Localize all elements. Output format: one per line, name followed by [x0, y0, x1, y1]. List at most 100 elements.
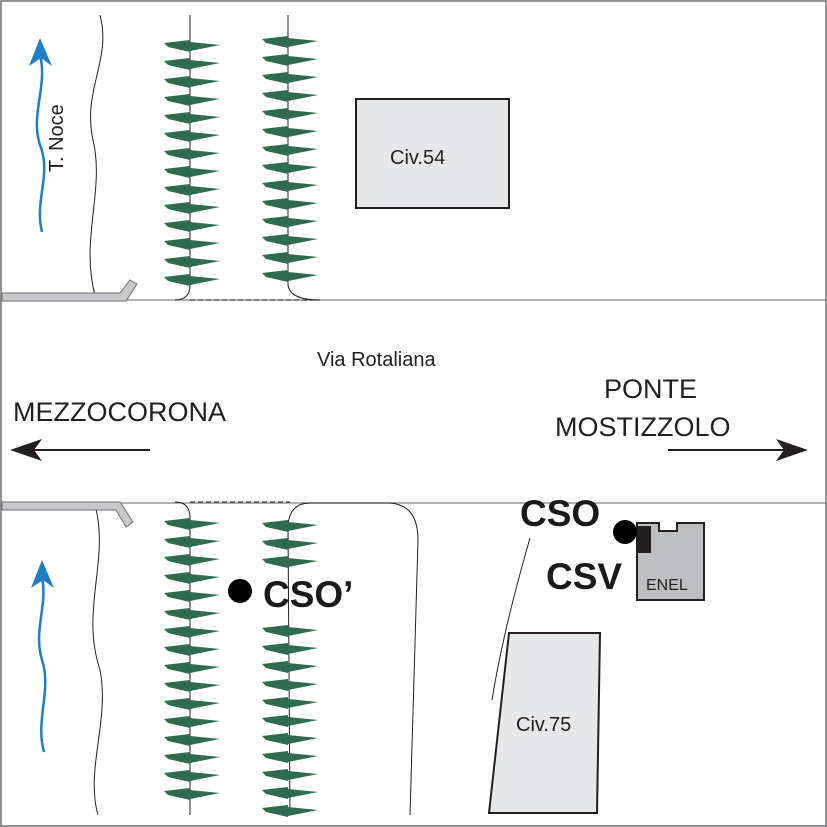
hedge-bottom-left-spike — [190, 646, 220, 655]
hedge-top-left-spike — [190, 204, 220, 213]
river-bank-bottom — [92, 504, 103, 816]
building-enel-label: ENEL — [646, 577, 688, 594]
hedge-bottom-left-spike — [164, 644, 190, 656]
hedge-top-left-spike — [190, 222, 220, 231]
hedge-bottom-left-spike — [164, 716, 190, 728]
hedge-top-left-spike — [164, 202, 190, 214]
canal-left-edge-bottom — [174, 501, 191, 815]
hedge-top-right-spike — [262, 72, 288, 84]
direction-left-arrowhead — [10, 439, 42, 461]
hedge-bottom-left-spike — [190, 628, 220, 637]
point-cso-dot — [613, 520, 637, 544]
hedge-top-right-spike — [288, 182, 318, 191]
hedge-top-right-spike — [262, 198, 288, 210]
hedge-bottom-left-spike — [190, 700, 220, 709]
hedge-bottom-left-spike — [190, 718, 220, 727]
river-flow-arrowhead-bottom — [31, 560, 54, 588]
building-enel — [636, 522, 705, 601]
river-flow-arrow-bottom — [37, 577, 47, 753]
hedge-bottom-left-spike — [164, 590, 190, 602]
hedge-bottom-right-b-spike — [288, 771, 318, 780]
hedge-top-right-spike — [288, 110, 318, 119]
hedge-top-left-spike — [190, 132, 220, 141]
hedge-top-right-spike — [288, 146, 318, 155]
hedge-top-right-spike — [262, 126, 288, 138]
guardrail-top — [1, 279, 138, 302]
hedge-top-left-spike — [190, 168, 220, 177]
hedge-bottom-left-spike — [164, 608, 190, 620]
hedge-bottom-right-b-spike — [262, 625, 288, 637]
hedge-bottom-left-spike — [164, 572, 190, 584]
hedge-top-right-spike — [262, 252, 288, 264]
hedge-bottom-right-b-spike — [262, 751, 288, 763]
hedge-bottom-left-spike — [190, 736, 220, 745]
hedge-bottom-right-b-spike — [262, 733, 288, 745]
hedge-bottom-left-spike — [190, 664, 220, 673]
hedge-top-left-spike — [164, 76, 190, 88]
hedge-top-left-spike — [190, 276, 220, 285]
building-civ75-label: Civ.75 — [516, 714, 571, 736]
hedge-top-left-spike — [164, 184, 190, 196]
hedge-bottom-left-spike — [164, 518, 190, 530]
hedge-bottom-left-spike — [190, 592, 220, 601]
direction-right-label-line1: PONTE — [604, 374, 697, 404]
hedge-top-left-spike — [190, 186, 220, 195]
hedge-bottom-left-spike — [190, 790, 220, 799]
hedge-bottom-right-a-spike — [262, 538, 288, 550]
direction-right-arrowhead — [776, 439, 808, 461]
hedge-bottom-left-spike — [190, 682, 220, 691]
hedge-top-left-spike — [164, 238, 190, 250]
hedge-top-left-spike — [190, 114, 220, 123]
street-name: Via Rotaliana — [317, 349, 436, 371]
point-cso-label: CSO — [520, 493, 600, 534]
hedge-bottom-left-spike — [190, 574, 220, 583]
hedge-top-left-spike — [190, 78, 220, 87]
hedge-top-right-spike — [262, 180, 288, 192]
river-label: T. Noce — [46, 104, 68, 172]
vegetation-rows — [164, 36, 318, 817]
hedge-bottom-left-spike — [190, 556, 220, 565]
hedge-top-right-spike — [288, 272, 318, 281]
hedge-bottom-left-spike — [190, 520, 220, 529]
hedge-top-left-spike — [164, 274, 190, 286]
hedge-bottom-left-spike — [164, 698, 190, 710]
river-bank-top — [89, 14, 104, 296]
hedge-bottom-right-b-spike — [288, 717, 318, 726]
hedge-top-right-spike — [262, 162, 288, 174]
hedge-top-left-spike — [190, 42, 220, 51]
hedge-bottom-right-b-spike — [288, 681, 318, 690]
hedge-bottom-left-spike — [164, 734, 190, 746]
direction-right-label-line2: MOSTIZZOLO — [555, 412, 731, 442]
hedge-top-right-spike — [288, 218, 318, 227]
hedge-top-right-spike — [262, 270, 288, 282]
hedge-top-right-spike — [288, 128, 318, 137]
hedge-top-left-spike — [164, 166, 190, 178]
hedge-bottom-left-spike — [164, 788, 190, 800]
hedge-bottom-right-b-spike — [262, 787, 288, 799]
cabinet-marker — [638, 526, 651, 553]
hedge-top-right-spike — [288, 56, 318, 65]
hedge-bottom-left-spike — [190, 754, 220, 763]
hedge-top-left-spike — [164, 148, 190, 160]
hedge-top-left-spike — [164, 130, 190, 142]
hedge-top-left-spike — [190, 60, 220, 69]
hedge-top-left-spike — [164, 256, 190, 268]
hedge-top-right-spike — [262, 216, 288, 228]
guardrail-bottom — [1, 501, 134, 528]
hedge-bottom-right-a-spike — [262, 556, 288, 568]
hedge-bottom-left-spike — [190, 610, 220, 619]
hedge-bottom-left-spike — [164, 554, 190, 566]
hedge-bottom-left-spike — [190, 538, 220, 547]
road-curve-right — [491, 537, 531, 701]
hedge-top-left-spike — [164, 58, 190, 70]
hedge-bottom-left-spike — [164, 626, 190, 638]
hedge-bottom-left-spike — [190, 772, 220, 781]
point-cso-prime-dot — [228, 579, 252, 603]
hedge-bottom-right-b-spike — [262, 661, 288, 673]
hedge-bottom-right-b-spike — [288, 807, 318, 816]
hedge-top-right-spike — [262, 234, 288, 246]
hedge-top-left-spike — [190, 258, 220, 267]
hedge-bottom-right-b-spike — [288, 627, 318, 636]
hedge-top-left-spike — [164, 220, 190, 232]
